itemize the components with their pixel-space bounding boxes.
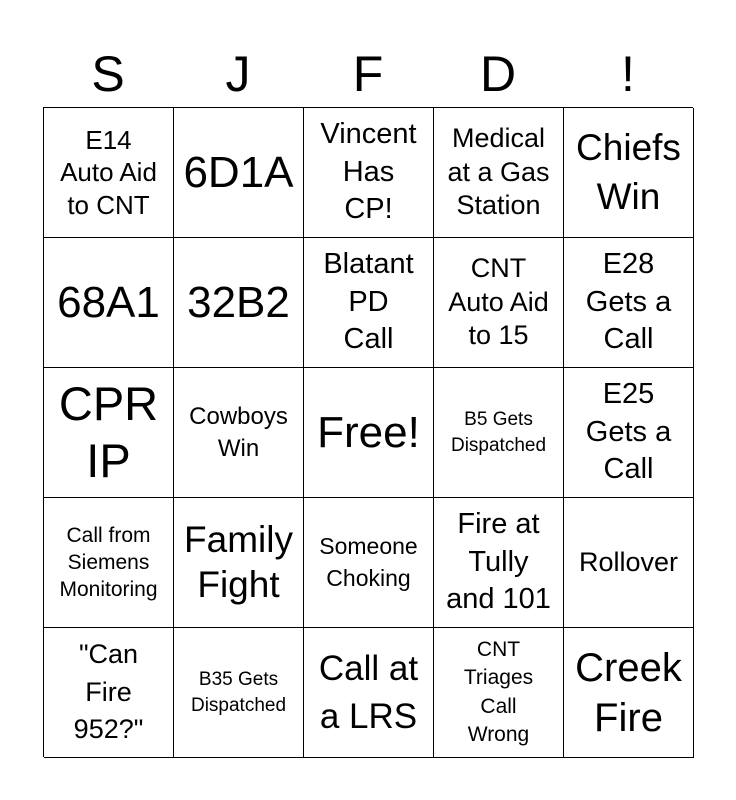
header-letter: S <box>91 46 125 102</box>
bingo-cell[interactable]: 68A1 <box>44 238 174 368</box>
bingo-cell[interactable]: 6D1A <box>174 108 304 238</box>
bingo-cell[interactable]: Creek Fire <box>564 628 694 758</box>
bingo-cell[interactable]: 32B2 <box>174 238 304 368</box>
bingo-cell[interactable]: CNT Auto Aid to 15 <box>434 238 564 368</box>
bingo-cell[interactable]: Someone Choking <box>304 498 434 628</box>
bingo-cell[interactable]: CNT Triages Call Wrong <box>434 628 564 758</box>
bingo-cell[interactable]: E14 Auto Aid to CNT <box>44 108 174 238</box>
bingo-cell[interactable]: Blatant PD Call <box>304 238 434 368</box>
bingo-cell[interactable]: E28 Gets a Call <box>564 238 694 368</box>
bingo-cell[interactable]: Chiefs Win <box>564 108 694 238</box>
bingo-cell[interactable]: "Can Fire 952?" <box>44 628 174 758</box>
bingo-cell[interactable]: E25 Gets a Call <box>564 368 694 498</box>
bingo-cell[interactable]: Call from Siemens Monitoring <box>44 498 174 628</box>
free-space[interactable]: Free! <box>304 368 434 498</box>
bingo-cell[interactable]: B35 Gets Dispatched <box>174 628 304 758</box>
header-letter: J <box>225 46 251 102</box>
header-letter: ! <box>621 46 635 102</box>
bingo-cell[interactable]: B5 Gets Dispatched <box>434 368 564 498</box>
bingo-header: S J F D ! <box>43 44 693 104</box>
bingo-cell[interactable]: Cowboys Win <box>174 368 304 498</box>
bingo-cell[interactable]: Family Fight <box>174 498 304 628</box>
bingo-cell[interactable]: Fire at Tully and 101 <box>434 498 564 628</box>
bingo-cell[interactable]: Vincent Has CP! <box>304 108 434 238</box>
bingo-cell[interactable]: CPR IP <box>44 368 174 498</box>
header-letter: D <box>479 46 517 102</box>
bingo-cell[interactable]: Call at a LRS <box>304 628 434 758</box>
bingo-cell[interactable]: Rollover <box>564 498 694 628</box>
bingo-grid: E14 Auto Aid to CNT 6D1A Vincent Has CP!… <box>43 107 694 758</box>
header-letter: F <box>352 46 384 102</box>
bingo-cell[interactable]: Medical at a Gas Station <box>434 108 564 238</box>
